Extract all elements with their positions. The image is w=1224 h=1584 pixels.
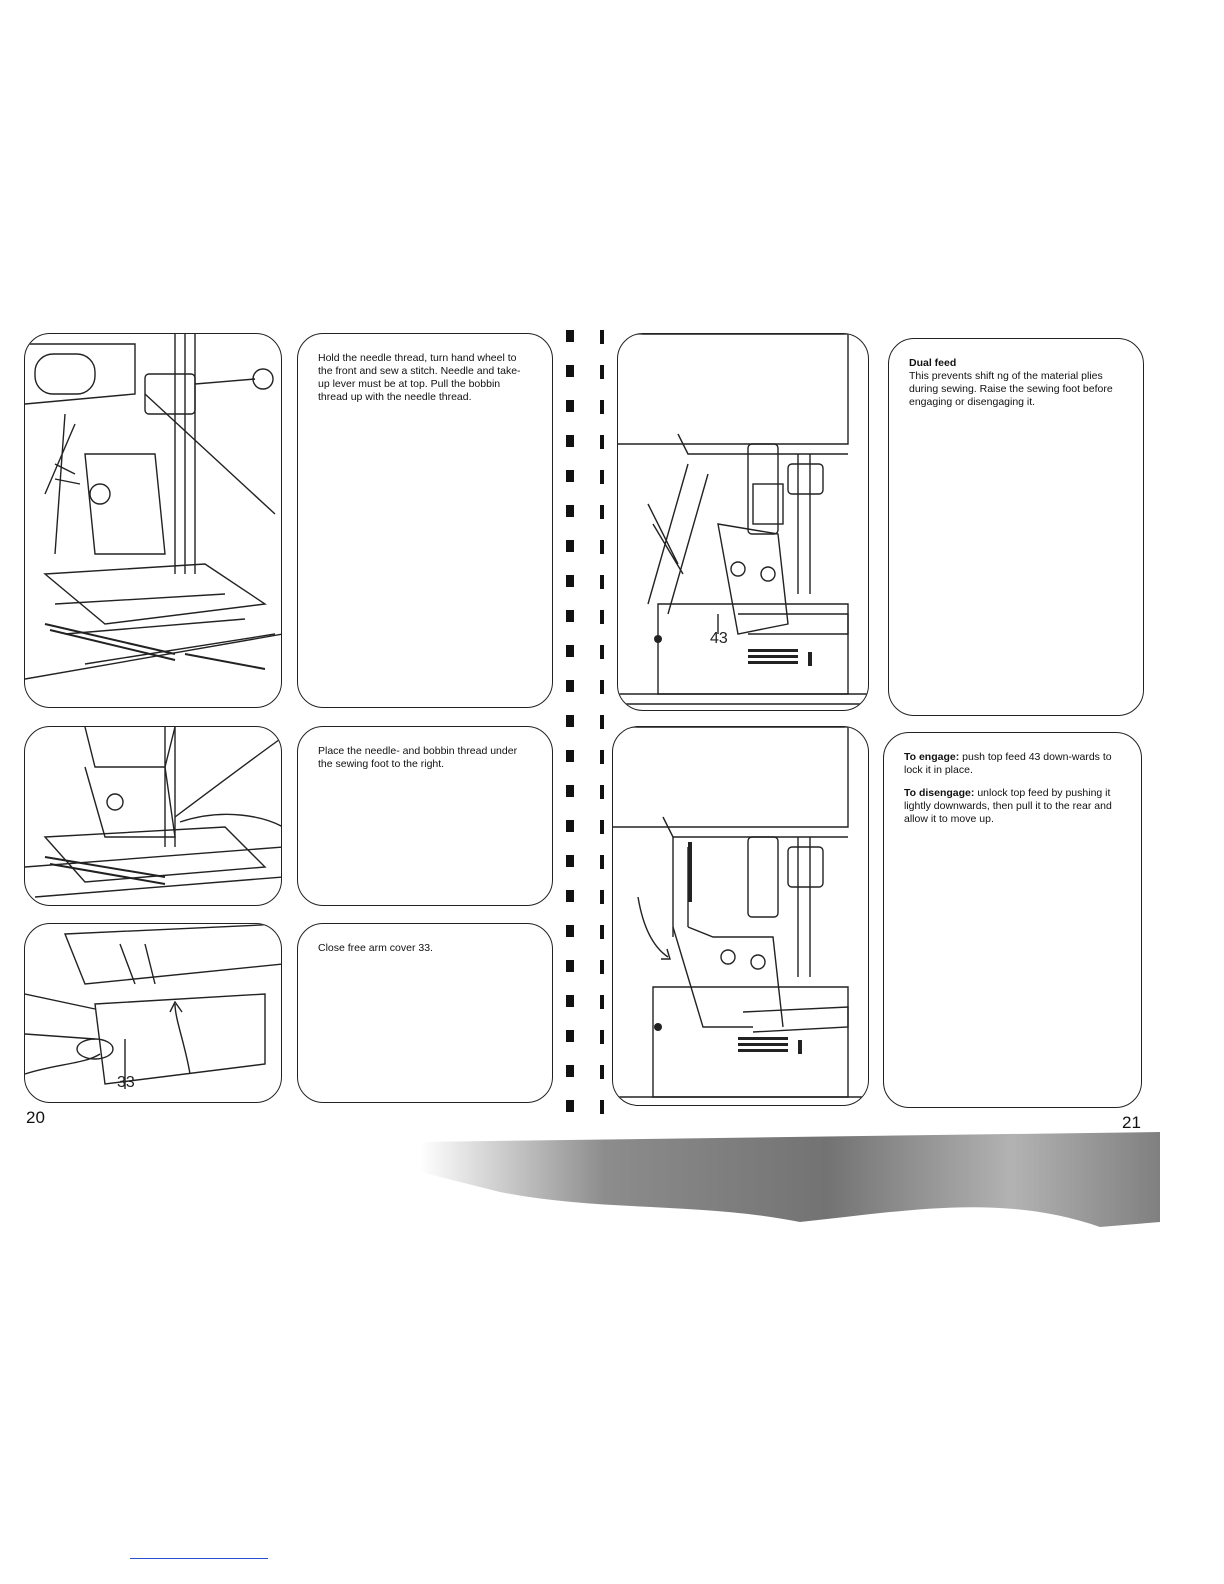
engage-panel: To engage: push top feed 43 down-wards t… bbox=[883, 732, 1142, 1108]
sewing-foot-drawing bbox=[25, 334, 281, 680]
instruction-panel-3: Close free arm cover 33. bbox=[297, 923, 553, 1103]
dual-feed-drawing-2 bbox=[613, 727, 868, 1098]
disengage-text: unlock top feed by pushing it lightly do… bbox=[904, 787, 1112, 825]
disengage-label: To disengage: bbox=[904, 787, 975, 799]
illustration-free-arm-cover: 33 bbox=[24, 923, 282, 1103]
dual-feed-panel: Dual feed This prevents shift ng of the … bbox=[888, 338, 1144, 716]
dual-feed-body: This prevents shift ng of the material p… bbox=[909, 370, 1113, 408]
spiral-binding bbox=[566, 330, 604, 1114]
engage-label: To engage: bbox=[904, 751, 960, 763]
dual-feed-drawing-1 bbox=[618, 334, 868, 705]
illustration-dual-feed-disengaged: 43 bbox=[617, 333, 869, 711]
instruction-panel-2: Place the needle- and bobbin thread unde… bbox=[297, 726, 553, 906]
callout-33: 33 bbox=[117, 1074, 135, 1091]
page-number-left: 20 bbox=[26, 1108, 45, 1127]
free-arm-cover-drawing bbox=[25, 924, 281, 1089]
disengage-instruction: To disengage: unlock top feed by pushing… bbox=[904, 787, 1121, 826]
instruction-panel-1: Hold the needle thread, turn hand wheel … bbox=[297, 333, 553, 708]
instruction-text-2: Place the needle- and bobbin thread unde… bbox=[318, 745, 518, 770]
footer-link-underline bbox=[130, 1558, 268, 1559]
illustration-needle-thread bbox=[24, 333, 282, 708]
illustration-dual-feed-engaged bbox=[612, 726, 869, 1106]
illustration-thread-under-foot bbox=[24, 726, 282, 906]
instruction-text-1: Hold the needle thread, turn hand wheel … bbox=[318, 352, 521, 403]
engage-instruction: To engage: push top feed 43 down-wards t… bbox=[904, 751, 1121, 777]
instruction-text-3: Close free arm cover 33. bbox=[318, 942, 433, 954]
callout-43: 43 bbox=[710, 630, 728, 647]
scan-artifact bbox=[420, 1132, 1160, 1227]
dual-feed-heading: Dual feed bbox=[909, 357, 957, 369]
sewing-foot-thread-drawing bbox=[25, 727, 281, 898]
page-number-right: 21 bbox=[1122, 1113, 1141, 1132]
engage-text: push top feed 43 down-wards to lock it i… bbox=[904, 751, 1112, 776]
